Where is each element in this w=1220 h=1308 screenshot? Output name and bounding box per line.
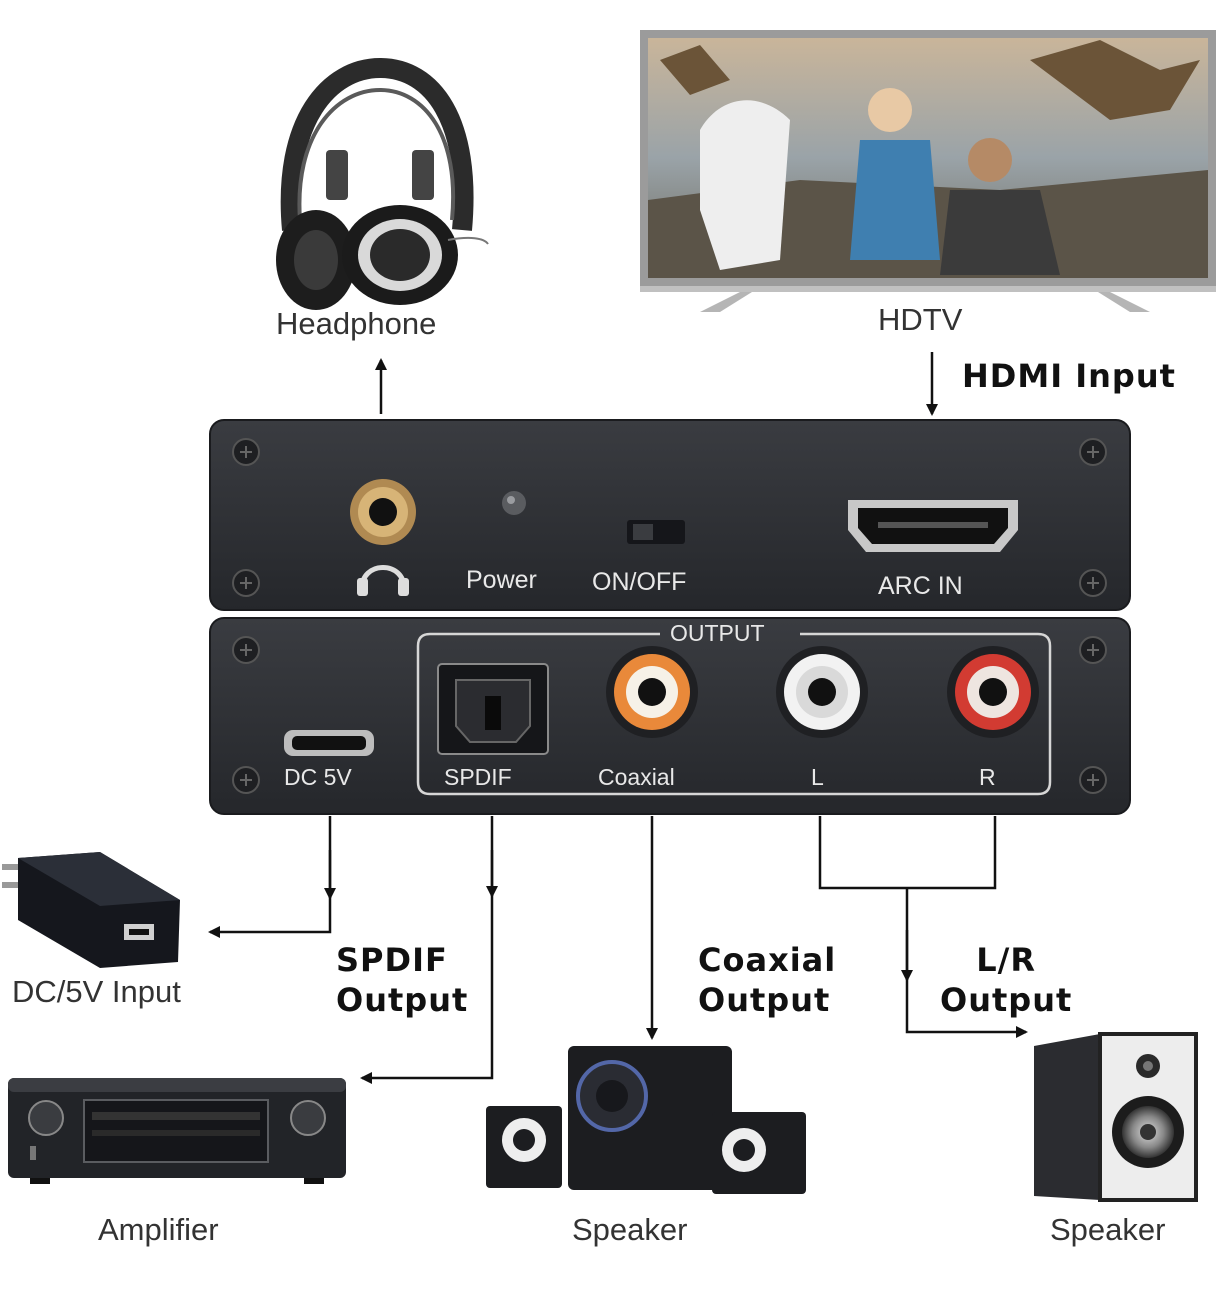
lr-join-line bbox=[818, 816, 997, 890]
headphone-jack-icon bbox=[350, 479, 416, 545]
lr-output-line1: L/R bbox=[976, 941, 1036, 979]
speaker-center-label: Speaker bbox=[572, 1212, 688, 1247]
dc-5v-label: DC 5V bbox=[284, 764, 352, 790]
right-port-label: R bbox=[979, 764, 996, 790]
output-frame bbox=[416, 632, 1052, 796]
screw-icon bbox=[232, 438, 260, 466]
bookshelf-speaker-icon bbox=[1034, 1032, 1198, 1202]
arc-in-label: ARC IN bbox=[878, 572, 963, 600]
screw-icon bbox=[232, 569, 260, 597]
lr-output-line2: Output bbox=[940, 981, 1073, 1019]
headphone-icon bbox=[276, 57, 489, 310]
amplifier-icon bbox=[8, 1078, 346, 1184]
coaxial-port-label: Coaxial bbox=[598, 764, 675, 790]
spdif-output-label: SPDIF Output bbox=[336, 940, 468, 1020]
hdmi-input-label: HDMI Input bbox=[962, 357, 1176, 395]
power-switch bbox=[627, 520, 685, 544]
power-led-icon bbox=[502, 491, 526, 515]
headphone-symbol-icon bbox=[357, 565, 409, 596]
output-label: OUTPUT bbox=[670, 620, 765, 646]
dc-input-arrow bbox=[208, 816, 332, 938]
micro-usb-port-icon bbox=[284, 730, 374, 756]
spdif-output-line1: SPDIF bbox=[336, 941, 448, 979]
spdif-port-icon bbox=[437, 663, 549, 755]
left-audio-port-icon bbox=[776, 646, 868, 738]
hdmi-port-icon bbox=[848, 500, 1018, 552]
dc-input-label: DC/5V Input bbox=[12, 974, 181, 1009]
front-panel bbox=[209, 419, 1131, 611]
spdif-arrow bbox=[360, 816, 494, 1084]
power-label: Power bbox=[466, 566, 537, 594]
screw-icon bbox=[1079, 438, 1107, 466]
screw-icon bbox=[1079, 766, 1107, 794]
coaxial-output-line1: Coaxial bbox=[698, 941, 837, 979]
speaker-set-icon bbox=[486, 1046, 806, 1194]
screw-icon bbox=[1079, 636, 1107, 664]
power-adapter-icon bbox=[2, 852, 180, 968]
on-off-label: ON/OFF bbox=[592, 568, 687, 596]
left-port-label: L bbox=[811, 764, 824, 790]
hdtv-label: HDTV bbox=[878, 302, 963, 337]
amplifier-label: Amplifier bbox=[98, 1212, 219, 1247]
hdtv-icon bbox=[640, 30, 1216, 312]
right-audio-port-icon bbox=[947, 646, 1039, 738]
screw-icon bbox=[232, 766, 260, 794]
back-panel bbox=[209, 617, 1131, 815]
coaxial-output-line2: Output bbox=[698, 981, 831, 1019]
speaker-right-label: Speaker bbox=[1050, 1212, 1166, 1247]
screw-icon bbox=[232, 636, 260, 664]
spdif-output-line2: Output bbox=[336, 981, 469, 1019]
headphone-label: Headphone bbox=[276, 306, 437, 341]
lr-output-label: L/R Output bbox=[940, 940, 1072, 1020]
coaxial-output-label: Coaxial Output bbox=[698, 940, 836, 1020]
screw-icon bbox=[1079, 569, 1107, 597]
coaxial-port-icon bbox=[606, 646, 698, 738]
spdif-port-label: SPDIF bbox=[444, 764, 512, 790]
